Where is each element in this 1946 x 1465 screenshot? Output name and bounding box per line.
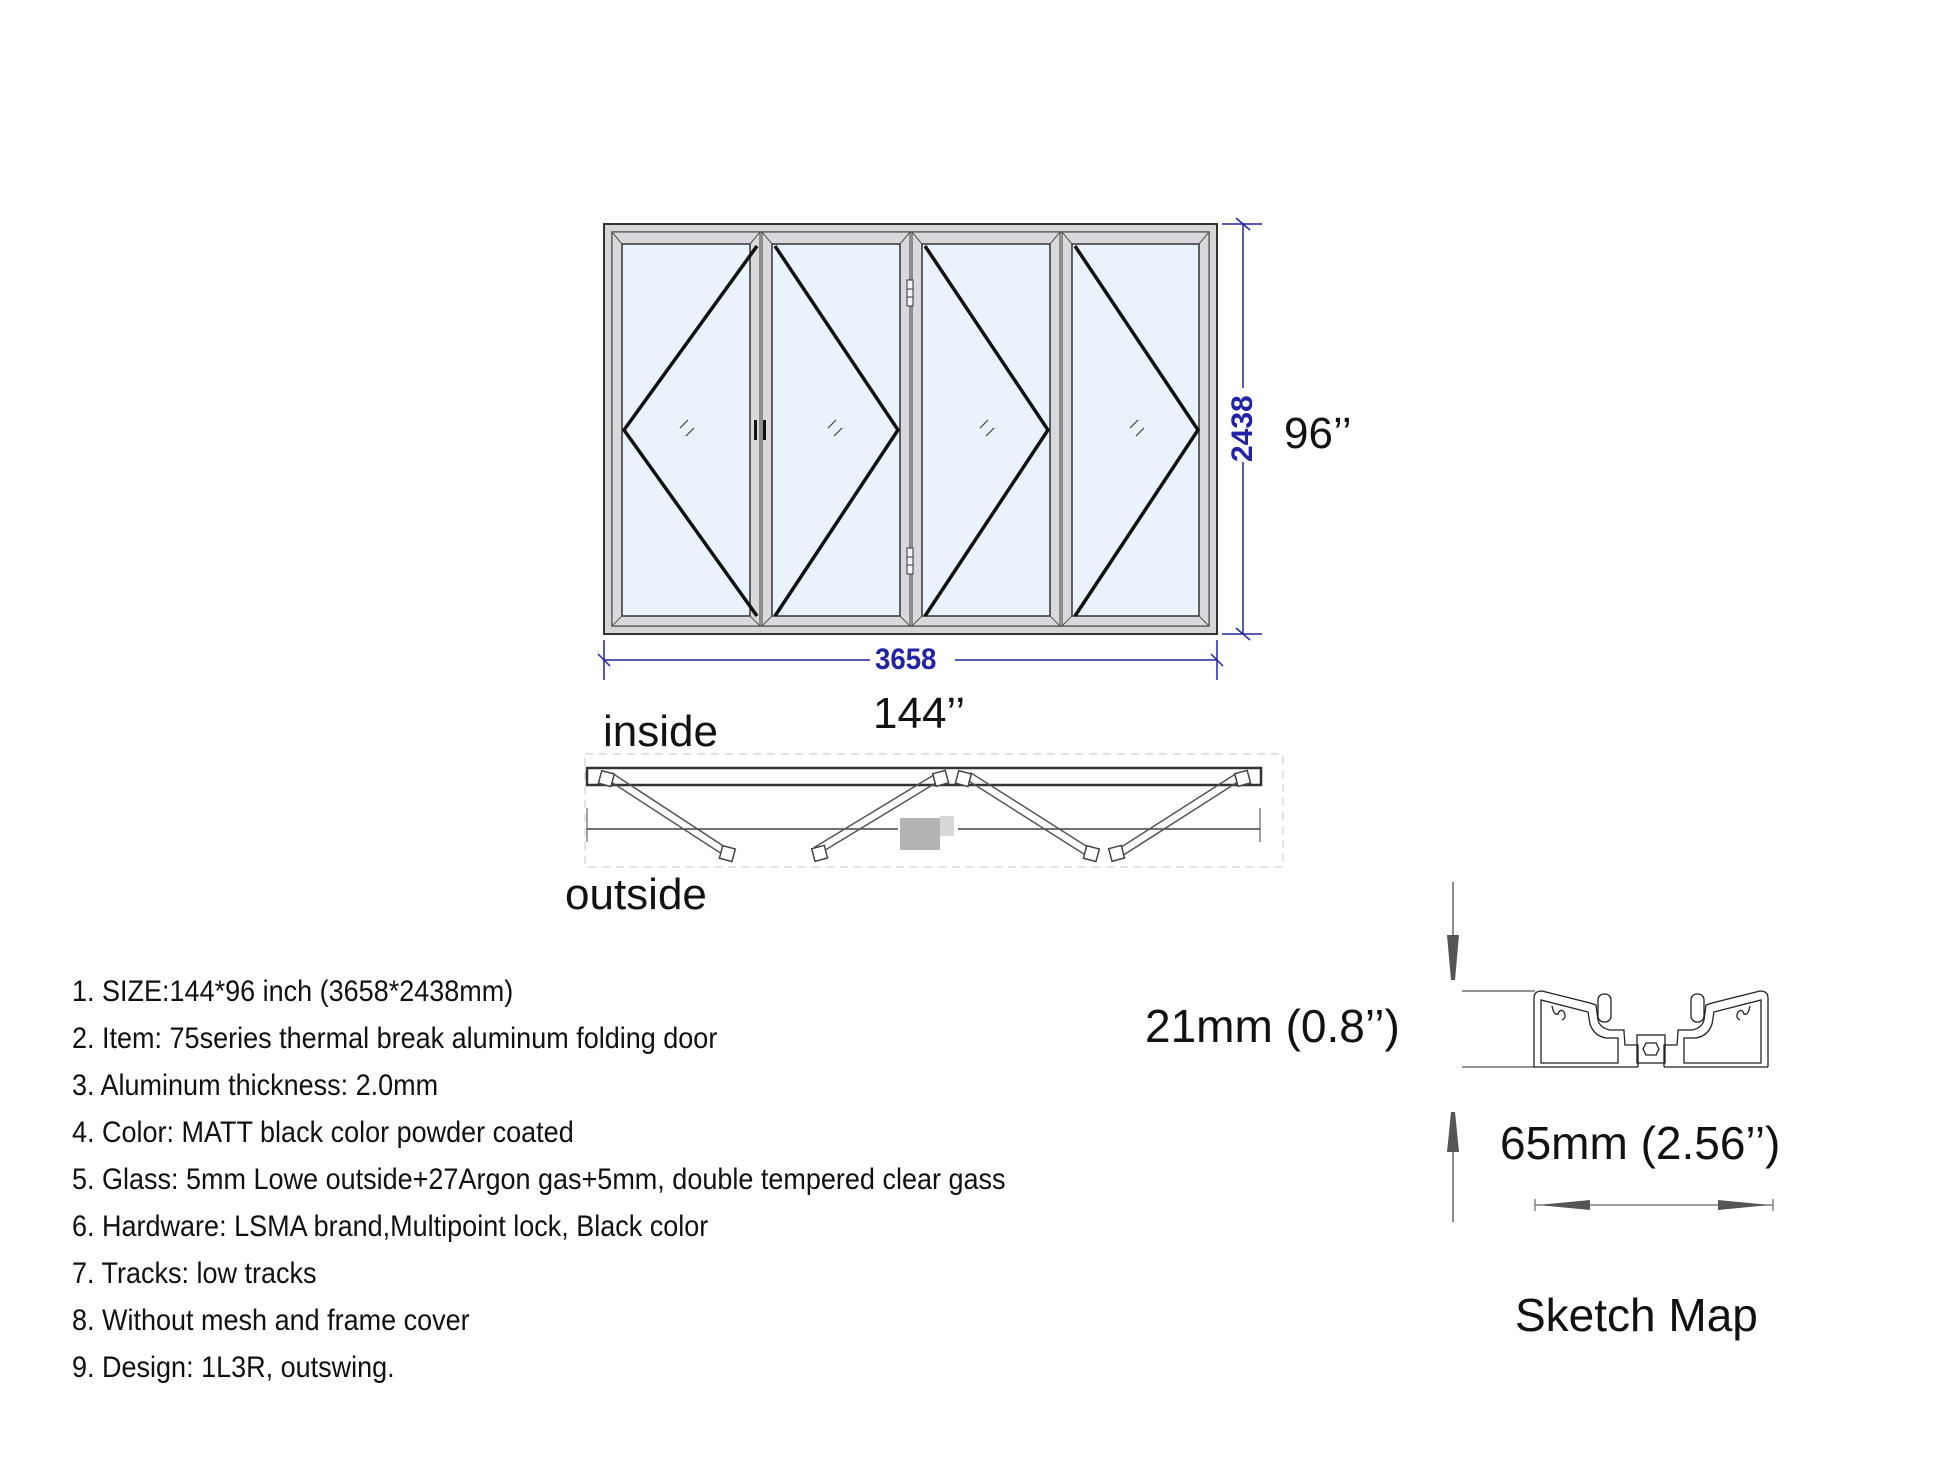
specification-list: 1. SIZE:144*96 inch (3658*2438mm) 2. Ite…: [72, 975, 1109, 1398]
panel-1: [611, 231, 761, 627]
spec-item-design: 9. Design: 1L3R, outswing.: [72, 1351, 395, 1384]
spec-item-mesh: 8. Without mesh and frame cover: [72, 1304, 470, 1337]
hinge-icon: [906, 279, 914, 575]
folding-plan-view: [584, 753, 1284, 868]
panel-2: [761, 231, 911, 627]
width-dimension-line: [597, 640, 1224, 680]
spec-item-color: 4. Color: MATT black color powder coated: [72, 1116, 574, 1149]
panel-4: [1061, 231, 1210, 627]
width-mm-label: 3658: [875, 643, 937, 676]
blurred-label: [900, 818, 940, 850]
width-inch-label: 144’’: [873, 689, 966, 738]
spec-item-thickness: 3. Aluminum thickness: 2.0mm: [72, 1069, 439, 1102]
spec-item-glass: 5. Glass: 5mm Lowe outside+27Argon gas+5…: [72, 1163, 1006, 1196]
outside-label: outside: [565, 870, 707, 919]
spec-item-hardware: 6. Hardware: LSMA brand,Multipoint lock,…: [72, 1210, 709, 1243]
profile-section: [1447, 882, 1774, 1222]
height-inch-label: 96’’: [1284, 409, 1352, 458]
profile-height-label: 21mm (0.8’’): [1145, 1000, 1400, 1052]
height-mm-label: 2438: [1226, 395, 1259, 462]
spec-item-size: 1. SIZE:144*96 inch (3658*2438mm): [72, 975, 514, 1008]
panel-3: [911, 231, 1061, 627]
spec-item-product: 2. Item: 75series thermal break aluminum…: [72, 1022, 718, 1055]
height-dimension-line: [1222, 217, 1262, 641]
spec-item-tracks: 7. Tracks: low tracks: [72, 1257, 317, 1290]
profile-width-label: 65mm (2.56’’): [1500, 1117, 1781, 1169]
handle-icon: [754, 420, 766, 440]
inside-label: inside: [603, 707, 718, 756]
sketch-map-caption: Sketch Map: [1515, 1289, 1758, 1341]
